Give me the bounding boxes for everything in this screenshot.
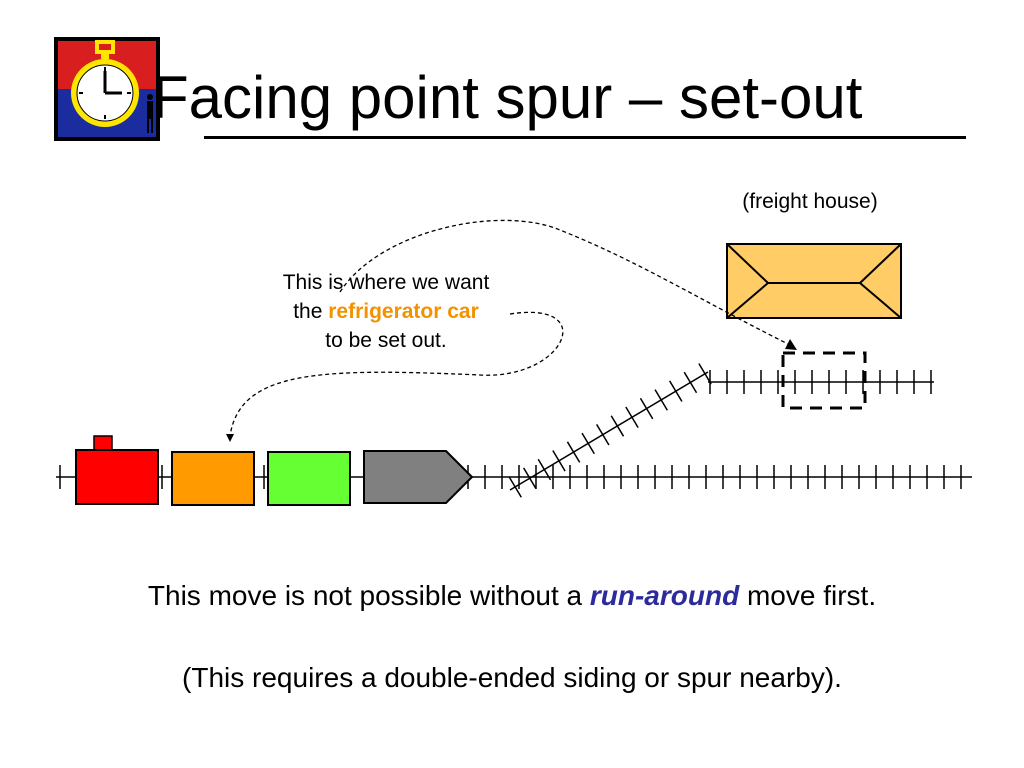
train xyxy=(75,435,474,506)
siding-note: (This requires a double-ended siding or … xyxy=(182,662,842,693)
note-suffix: move first. xyxy=(739,580,877,611)
freight-house-label: (freight house) xyxy=(742,190,878,213)
track-tie xyxy=(669,380,683,402)
locomotive-cab xyxy=(93,435,113,452)
stopwatch-icon xyxy=(71,40,139,127)
track-tie xyxy=(639,397,654,420)
callout-line-2: the refrigerator car xyxy=(236,297,536,326)
track-tie xyxy=(581,432,595,455)
arrowhead-icon xyxy=(226,434,234,442)
page-title: Facing point spur – set-out xyxy=(152,64,863,131)
spur-track-ties xyxy=(709,370,932,394)
track-tie xyxy=(508,476,522,498)
turnout-ties xyxy=(508,363,712,498)
callout-text: This is where we want the refrigerator c… xyxy=(236,268,536,355)
track-tie xyxy=(683,371,698,394)
track-tie xyxy=(566,441,581,463)
track-tie xyxy=(698,363,712,385)
track-tie xyxy=(537,458,552,481)
set-out-target-box xyxy=(781,351,867,410)
locomotive xyxy=(75,449,159,505)
track-tie xyxy=(552,450,566,472)
title-underline xyxy=(204,136,966,139)
callout-line-2-prefix: the xyxy=(293,300,329,323)
track-tie xyxy=(625,406,639,428)
arrow-to-refrigerator-car xyxy=(229,311,564,437)
callout-line-1: This is where we want xyxy=(282,271,490,294)
freight-house xyxy=(726,243,902,319)
arrowhead-icon xyxy=(785,339,797,350)
run-around-note: This move is not possible without a run-… xyxy=(0,580,1024,612)
track-tie xyxy=(654,389,668,411)
refrigerator-car xyxy=(171,451,255,506)
refrigerator-car-highlight: refrigerator car xyxy=(328,300,479,323)
track-tie xyxy=(610,415,625,437)
boxcar xyxy=(267,451,351,506)
callout-line-3: to be set out. xyxy=(325,329,447,352)
run-around-emphasis: run-around xyxy=(589,580,740,611)
person-silhouette-icon xyxy=(147,94,153,133)
track-tie xyxy=(595,424,610,446)
stopwatch-logo xyxy=(54,37,160,141)
note-prefix: This move is not possible without a xyxy=(147,580,590,611)
caboose xyxy=(363,450,474,504)
turnout-track xyxy=(509,371,709,491)
track-tie xyxy=(522,467,537,489)
